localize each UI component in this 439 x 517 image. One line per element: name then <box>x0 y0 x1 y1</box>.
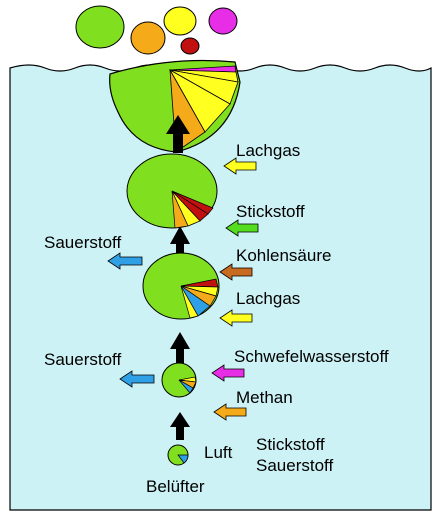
label-oxygen-upper: Sauerstoff <box>44 233 121 252</box>
label-aerator: Belüfter <box>146 477 205 496</box>
label-h2s: Schwefelwasserstoff <box>234 347 389 366</box>
outgoing-arrows <box>107 252 155 388</box>
rise-arrow-3 <box>170 226 190 260</box>
label-oxygen-lower: Sauerstoff <box>44 350 121 369</box>
released-ball-orange <box>130 21 166 55</box>
in-arrow-co2 <box>219 263 253 281</box>
rising-arrows <box>166 115 190 440</box>
incoming-arrows-simple <box>211 157 259 421</box>
in-arrow-h2s <box>211 364 245 382</box>
in-arrow-n2o-upper-shape <box>223 157 257 175</box>
released-ball-magenta <box>208 7 238 35</box>
in-arrow-methane <box>213 403 247 421</box>
label-n2o-upper: Lachgas <box>236 141 300 160</box>
label-air-oxygen: Sauerstoff <box>256 456 333 475</box>
label-co2: Kohlensäure <box>236 246 331 265</box>
in-arrow-n2o-lower <box>219 309 253 327</box>
bubble-aerator <box>167 444 189 466</box>
label-n2o-lower: Lachgas <box>236 289 300 308</box>
released-ball-green <box>75 5 125 49</box>
in-arrow-nitrogen <box>225 219 259 237</box>
released-ball-yellow <box>163 6 197 36</box>
label-air: Luft <box>204 443 233 462</box>
out-arrow-oxygen-lower <box>119 370 155 388</box>
surface-bubble <box>109 59 241 153</box>
released-ball-darkred <box>180 37 200 55</box>
label-methane: Methan <box>236 388 293 407</box>
bubble-large <box>126 153 218 229</box>
rise-arrow-2 <box>170 332 190 364</box>
bubble-small <box>161 362 197 398</box>
rise-arrow-1 <box>170 412 190 440</box>
out-arrow-oxygen-upper <box>107 252 143 270</box>
bubble-medium <box>142 252 220 320</box>
released-gas-balls <box>75 5 238 55</box>
rise-arrow-4 <box>166 115 190 153</box>
label-nitrogen: Stickstoff <box>236 202 305 221</box>
label-air-nitrogen: Stickstoff <box>256 435 325 454</box>
